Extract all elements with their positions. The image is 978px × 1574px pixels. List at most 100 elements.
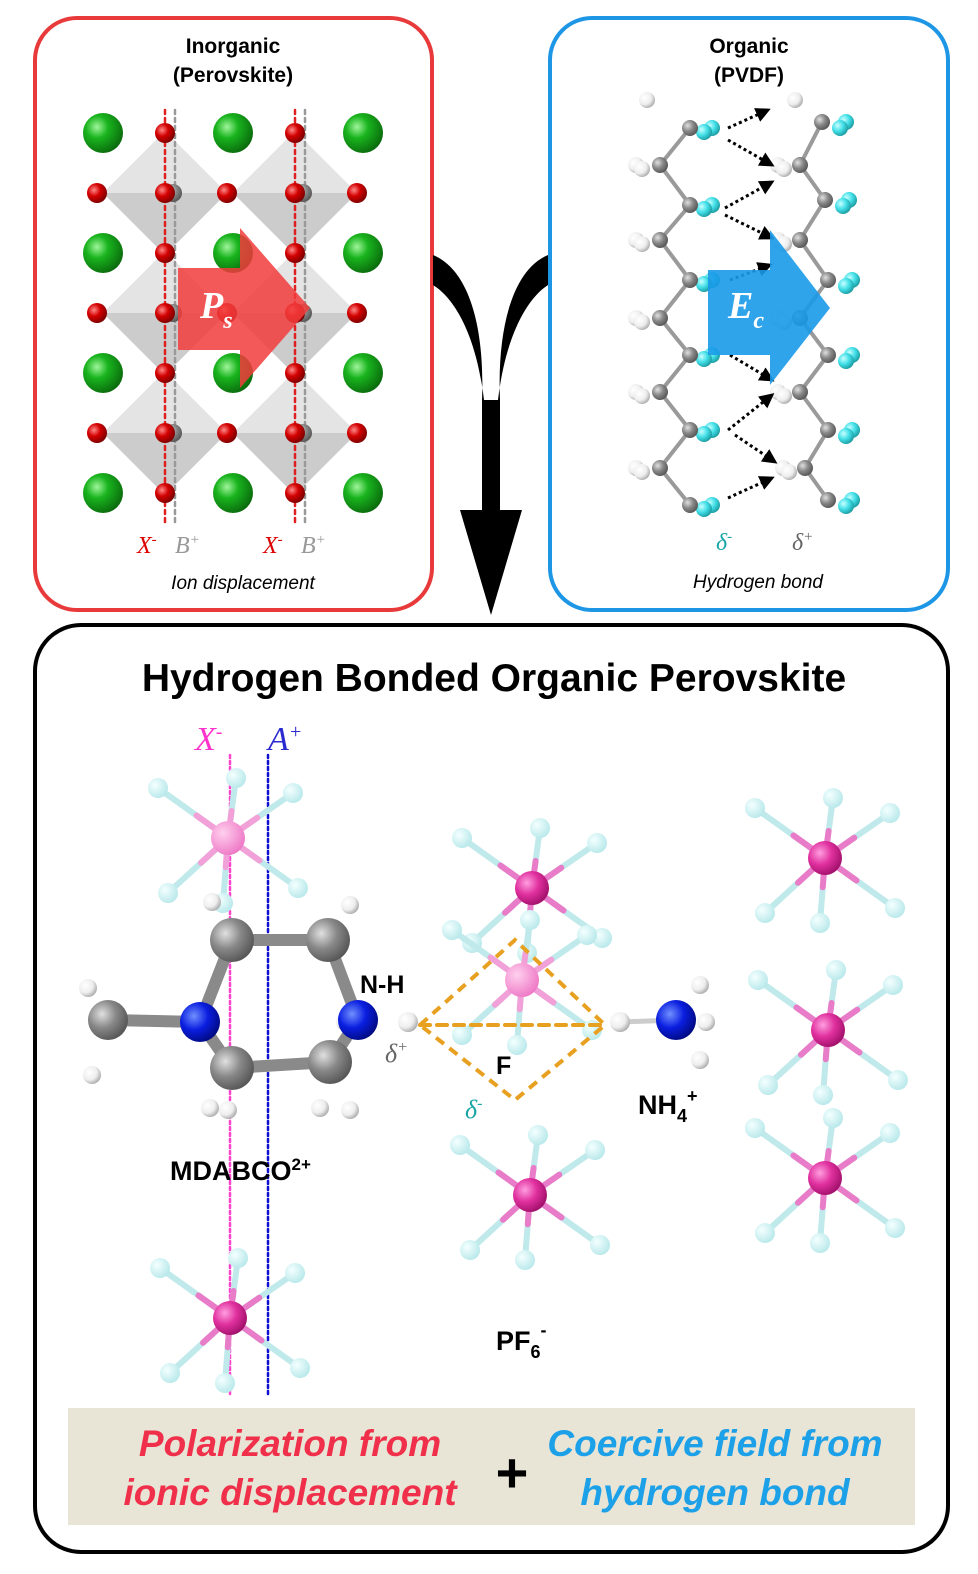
banner-left-line1: Polarization from: [139, 1423, 441, 1464]
fluorine-atom: [838, 498, 854, 514]
carbon-atom: [210, 1046, 254, 1090]
organic-subtitle: (PVDF): [714, 64, 784, 87]
fluorine-atom: [745, 1118, 765, 1138]
fluorine-atom: [835, 198, 851, 214]
x-site-atom: [87, 423, 107, 443]
coercive-field-arrow: [708, 230, 830, 385]
fluorine-atom: [755, 903, 775, 923]
hydrogen-atom: [787, 92, 803, 108]
banner-left-line2: ionic displacement: [123, 1472, 458, 1513]
methyl-carbon-atom: [88, 1000, 128, 1040]
carbon-atom: [306, 918, 350, 962]
phosphorus-atom: [505, 963, 539, 997]
hydrogen-atom: [83, 1066, 101, 1084]
fluorine-atom: [755, 1223, 775, 1243]
fluorine-atom: [838, 428, 854, 444]
carbon-atom: [797, 460, 813, 476]
phosphorus-atom: [513, 1178, 547, 1212]
x-site-atom: [285, 123, 305, 143]
carbon-atom: [820, 422, 836, 438]
fluorine-atom: [283, 783, 303, 803]
fluorine-atom: [745, 798, 765, 818]
fluorine-atom: [290, 1358, 310, 1378]
a-site-atom: [83, 473, 123, 513]
polarization-arrow: [178, 228, 310, 388]
fluorine-atom: [452, 1025, 472, 1045]
fluorine-atom: [148, 778, 168, 798]
delta-minus-label: δ-: [716, 529, 732, 556]
molecular-structure: [79, 753, 908, 1397]
carbon-atom: [652, 232, 668, 248]
carbon-bond: [658, 390, 692, 432]
carbon-atom: [814, 114, 830, 130]
carbon-atom: [682, 120, 698, 136]
a-site-atom: [83, 353, 123, 393]
phosphorus-atom: [808, 841, 842, 875]
fluorine-atom: [883, 975, 903, 995]
fluorine-atom: [885, 1218, 905, 1238]
carbon-atom: [817, 192, 833, 208]
a-site-atom: [343, 473, 383, 513]
fluorine-atom: [150, 1258, 170, 1278]
fluorine-atom: [530, 818, 550, 838]
nh-label: N-H: [360, 971, 404, 999]
hydrogen-bond-arrow: [727, 393, 775, 432]
x-site-atom: [87, 303, 107, 323]
a-site-atom: [83, 233, 123, 273]
fluorine-atom: [810, 913, 830, 933]
hydrogen-atom: [341, 1101, 359, 1119]
x-site-atom: [155, 123, 175, 143]
fluorine-atom: [520, 910, 540, 930]
a-site-atom: [213, 473, 253, 513]
f-label: F: [496, 1052, 511, 1080]
carbon-atom: [792, 232, 808, 248]
hydrogen-atom: [201, 1099, 219, 1117]
phosphorus-atom: [211, 821, 245, 855]
fluorine-atom: [826, 960, 846, 980]
nh4-label: NH4+: [638, 1086, 698, 1126]
x-site-atom: [347, 423, 367, 443]
fluorine-atom: [226, 768, 246, 788]
fluorine-atom: [880, 1123, 900, 1143]
x-site-atom: [155, 363, 175, 383]
x-ion-label-1: X-: [136, 532, 157, 559]
organic-caption: Hydrogen bond: [693, 572, 824, 593]
a-site-atom: [343, 353, 383, 393]
hydrogen-bond-arrow: [727, 108, 771, 130]
fluorine-atom: [880, 803, 900, 823]
main-delta-plus: δ+: [385, 1039, 408, 1068]
hydrogen-bond-arrow: [724, 180, 775, 210]
merge-arrow: [433, 255, 548, 615]
fluorine-atom: [452, 828, 472, 848]
fluorine-atom: [507, 1035, 527, 1055]
x-site-atom: [285, 243, 305, 263]
main-title: Hydrogen Bonded Organic Perovskite: [142, 657, 846, 700]
fluorine-atom: [285, 1263, 305, 1283]
hydrogen-bond-arrow: [727, 138, 775, 167]
x-ion-label-2: X-: [262, 532, 283, 559]
x-site-atom: [285, 183, 305, 203]
fluorine-atom: [696, 426, 712, 442]
carbon-atom: [820, 347, 836, 363]
hydrogen-atom: [691, 1051, 709, 1069]
x-site-atom: [285, 483, 305, 503]
hydrogen-atom: [634, 161, 650, 177]
inorganic-caption: Ion displacement: [171, 573, 315, 594]
carbon-atom: [682, 497, 698, 513]
carbon-bond: [798, 120, 824, 167]
x-site-atom: [347, 303, 367, 323]
fluorine-atom: [288, 878, 308, 898]
a-site-atom: [343, 113, 383, 153]
carbon-atom: [820, 492, 836, 508]
hydrogen-atom: [203, 893, 221, 911]
fluorine-atom: [696, 501, 712, 517]
inorganic-subtitle: (Perovskite): [173, 64, 293, 87]
carbon-atom: [792, 157, 808, 173]
hydrogen-atom: [341, 896, 359, 914]
fluorine-atom: [460, 1240, 480, 1260]
hydrogen-atom: [634, 236, 650, 252]
fluorine-atom: [758, 1075, 778, 1095]
fluorine-atom: [748, 970, 768, 990]
a-site-label: A+: [266, 721, 302, 758]
